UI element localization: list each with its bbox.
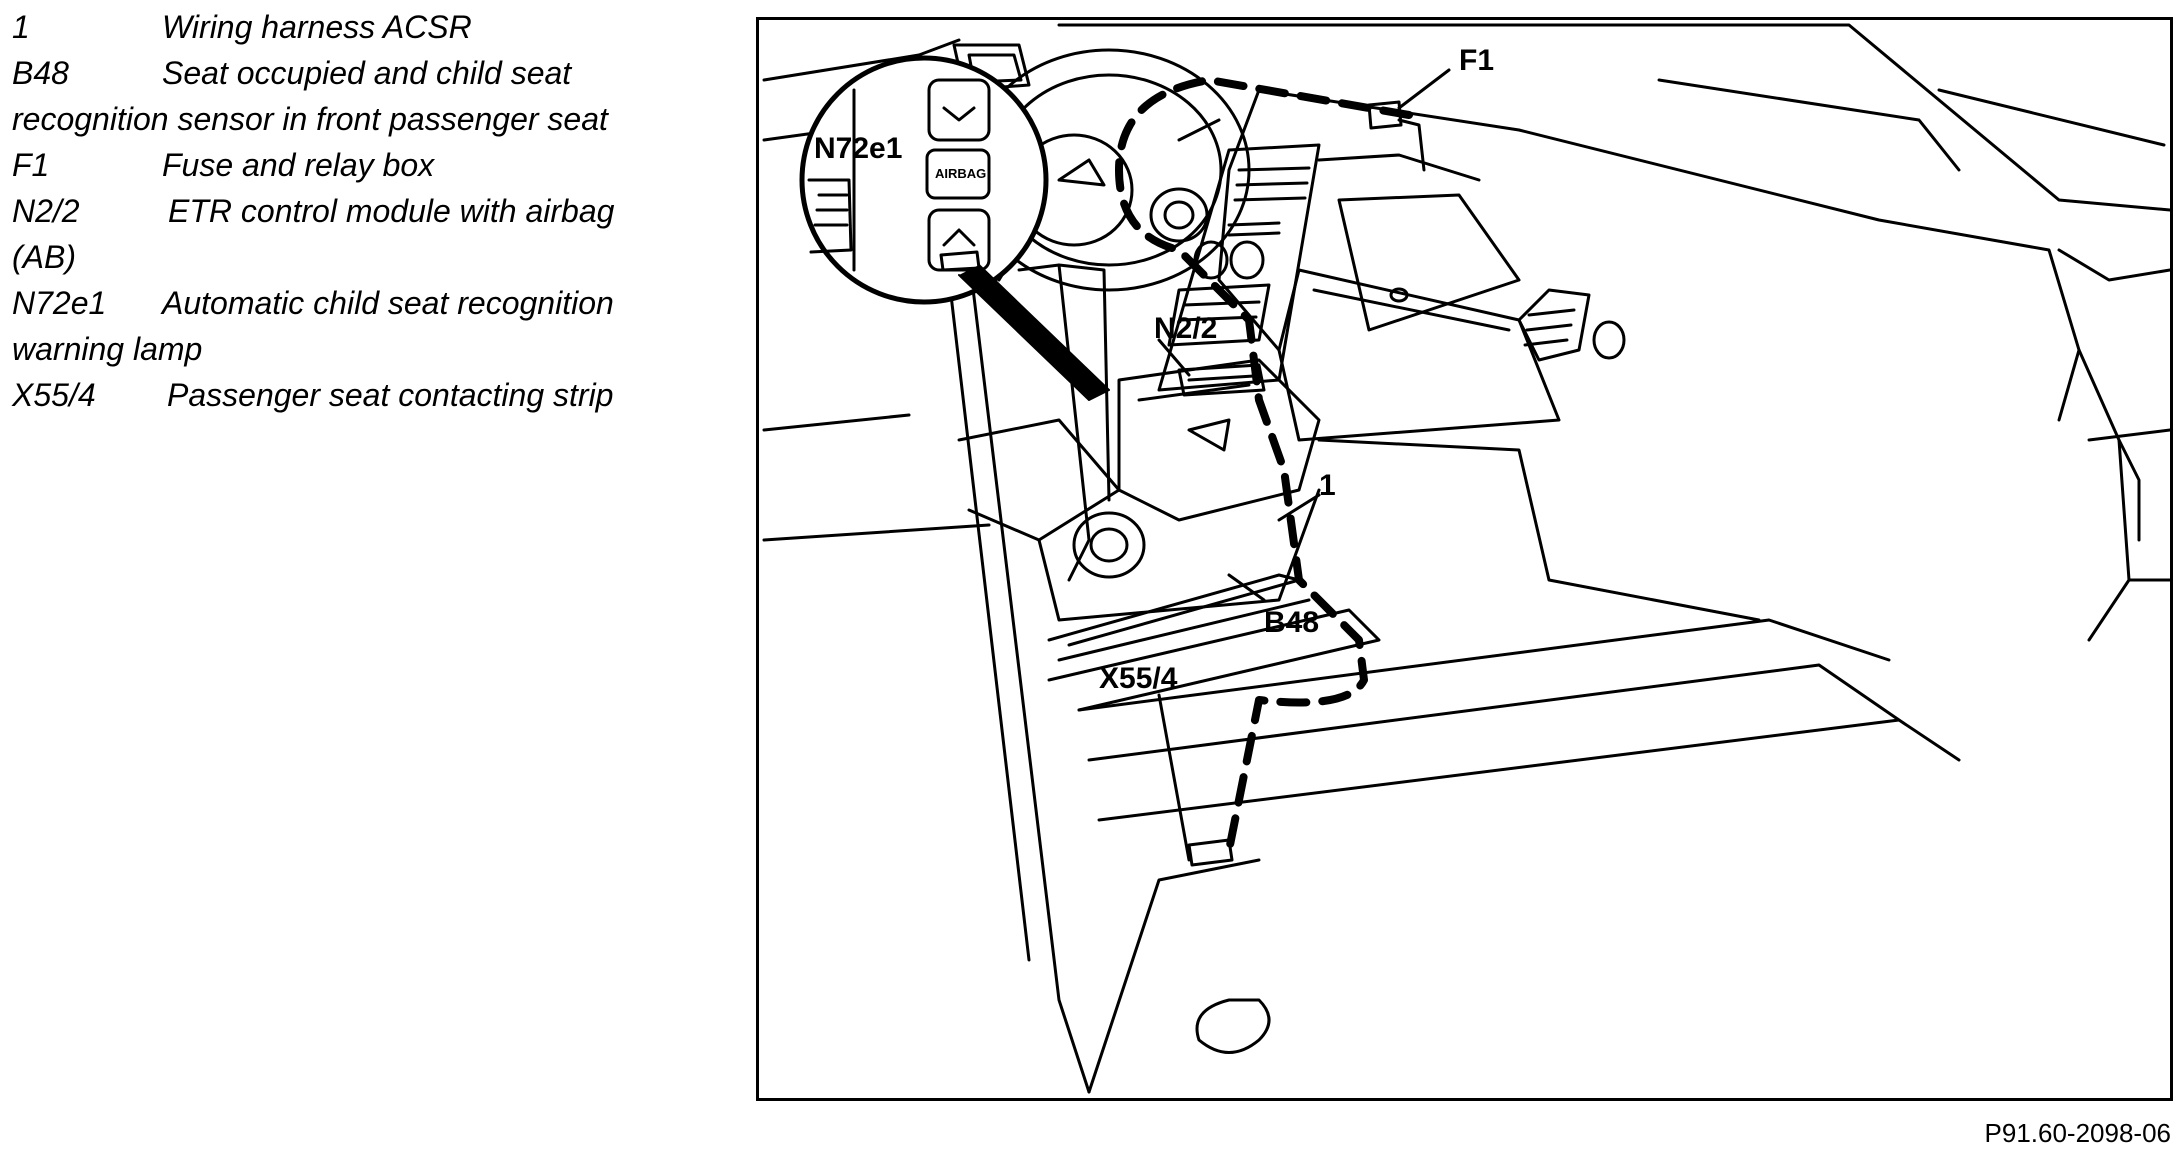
airbag-warning-lamp [925,148,991,200]
legend-text: Wiring harness ACSR [162,9,472,45]
windshield [1057,23,2170,212]
legend-text: Seat occupied and child seat recognition… [12,55,608,137]
callout-b48: B48 [1264,606,1319,639]
legend-code: N72e1 [12,285,107,321]
center-console [1157,143,1321,392]
glove-box [1277,193,1561,442]
legend-code: N2/2 [12,193,80,229]
legend-item: X55/4 Passenger seat contacting strip [12,372,662,418]
legend-code: B48 [12,55,69,91]
car-interior-diagram: F1 N2/2 1 B48 X55/4 N72e1 AIRBAG [762,23,2170,1094]
diagram-frame: F1 N2/2 1 B48 X55/4 N72e1 AIRBAG [756,17,2173,1101]
callout-leaders [912,68,1451,862]
airbag-button-label: AIRBAG [935,166,986,181]
legend-item: 1 Wiring harness ACSR [12,4,662,50]
callout-harness: 1 [1319,469,1336,502]
callout-n22: N2/2 [1154,312,1217,345]
dashboard [1149,88,2081,422]
wiring-harness-path [1115,76,1413,854]
figure-reference: P91.60-2098-06 [1984,1118,2171,1148]
legend-item: F1 Fuse and relay box [12,142,662,188]
legend-code: F1 [12,147,50,183]
callout-x554: X55/4 [1099,662,1178,695]
passenger-seat [957,263,1321,622]
f1-fuse-box [1367,100,1426,172]
legend-code: X55/4 [12,377,96,413]
legend-text: Fuse and relay box [162,147,435,183]
x554-contact-strip [1187,838,1234,867]
legend-text: Passenger seat contacting strip [167,377,614,413]
magnifier-inset [799,55,1110,401]
legend-text: Automatic child seat recognition warning… [12,285,614,367]
seat-rails [1047,573,1381,712]
n22-control-module [1177,363,1266,397]
floor-sill [1077,438,1961,1094]
passenger-door [1517,248,2170,642]
callout-f1: F1 [1459,44,1494,77]
callout-n72e1: N72e1 [814,132,902,165]
legend-code: 1 [12,9,30,45]
legend-text: ETR control module with airbag (AB) [12,193,615,275]
